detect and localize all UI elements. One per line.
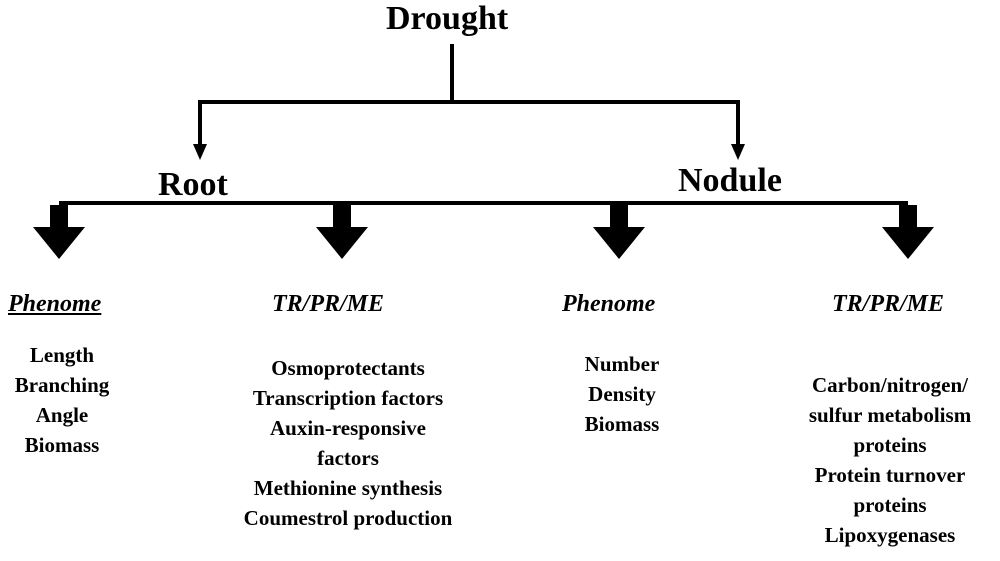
- nodule-arrow-head: [731, 144, 745, 160]
- list-item: Density: [588, 382, 656, 406]
- nodule-omics-heading: TR/PR/ME: [832, 291, 945, 317]
- list-item: proteins: [853, 493, 927, 517]
- nodule-phenome-list: Number Density Biomass: [560, 349, 684, 439]
- root-omics-list: Osmoprotectants Transcription factors Au…: [206, 353, 490, 533]
- root-omics-heading: TR/PR/ME: [272, 291, 385, 317]
- list-item: Methionine synthesis: [253, 476, 443, 500]
- list-item: Length: [29, 343, 95, 367]
- list-item: Lipoxygenases: [824, 523, 956, 547]
- root-phenome-heading: Phenome: [8, 291, 102, 317]
- list-item: sulfur metabolism: [808, 403, 972, 427]
- list-item: Protein turnover: [814, 463, 966, 487]
- list-item: Angle: [35, 403, 89, 427]
- list-item: Coumestrol production: [243, 506, 453, 530]
- block-arrow-root-phenome: [33, 205, 85, 259]
- block-arrow-root-omics: [316, 205, 368, 259]
- list-item: Biomass: [24, 433, 100, 457]
- nodule-omics-list: Carbon/nitrogen/ sulfur metabolism prote…: [784, 370, 996, 550]
- list-item: Carbon/nitrogen/: [812, 373, 968, 397]
- list-item: proteins: [853, 433, 927, 457]
- list-item: Number: [584, 352, 660, 376]
- root-phenome-list: Length Branching Angle Biomass: [6, 340, 118, 460]
- root-branch-label: Root: [158, 166, 228, 203]
- nodule-branch-label: Nodule: [678, 162, 782, 199]
- root-arrow-head: [193, 144, 207, 160]
- list-item: factors: [317, 446, 379, 470]
- list-item: Auxin-responsive: [270, 416, 426, 440]
- block-arrow-nodule-omics: [882, 205, 934, 259]
- list-item: Transcription factors: [252, 386, 444, 410]
- nodule-phenome-heading: Phenome: [562, 291, 656, 317]
- list-item: Osmoprotectants: [271, 356, 425, 380]
- list-item: Biomass: [584, 412, 660, 436]
- list-item: Branching: [14, 373, 110, 397]
- block-arrow-nodule-phenome: [593, 205, 645, 259]
- diagram-title: Drought: [386, 0, 509, 37]
